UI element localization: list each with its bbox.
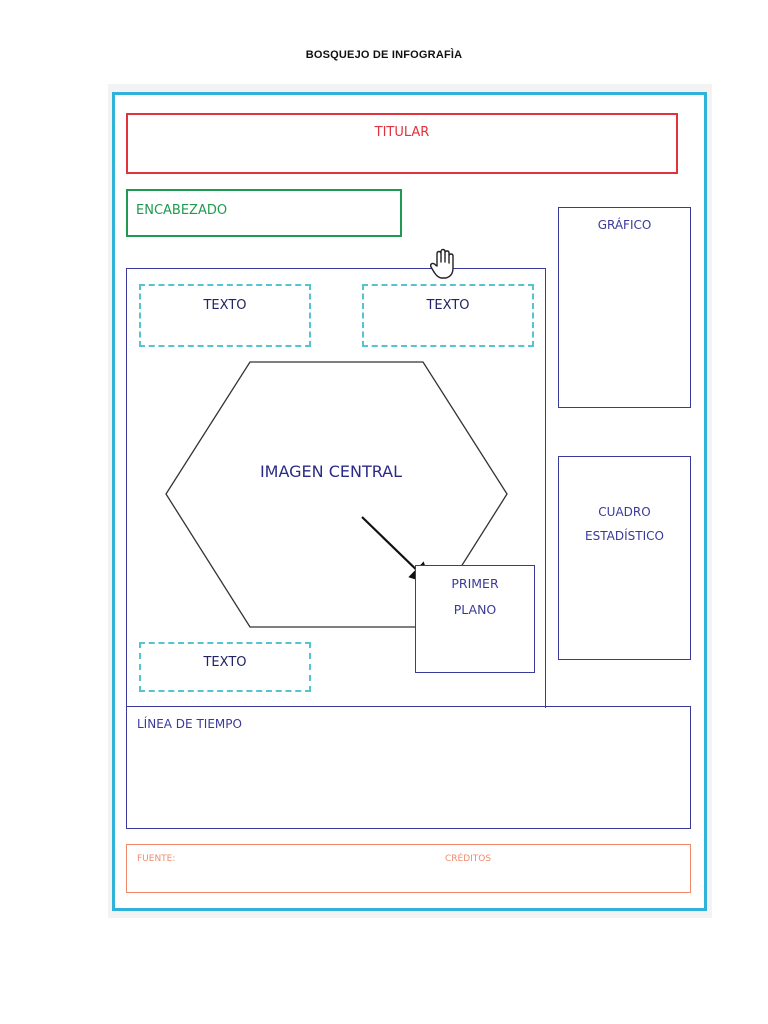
titular-box: TITULAR [126,113,678,174]
primer-plano-label-line2: PLANO [453,602,497,617]
texto-box-2: TEXTO [362,284,534,347]
fuente-label: FUENTE: [137,854,176,864]
texto-label-3: TEXTO [203,655,247,670]
footer-box: FUENTE: CRÉDITOS [126,844,691,893]
hand-cursor-icon [429,248,454,279]
grafico-label: GRÁFICO [597,218,652,232]
cuadro-estadistico-box: CUADRO ESTADÍSTICO [558,456,691,660]
creditos-label: CRÉDITOS [445,854,492,864]
linea-de-tiempo-label: LÍNEA DE TIEMPO [137,717,242,731]
linea-de-tiempo-box: LÍNEA DE TIEMPO [126,706,691,829]
primer-plano-label-line1: PRIMER [451,576,499,591]
encabezado-label: ENCABEZADO [136,203,228,218]
cuadro-label-line2: ESTADÍSTICO [585,529,664,543]
document-title: BOSQUEJO DE INFOGRAFÌA [305,49,463,61]
grafico-box: GRÁFICO [558,207,691,408]
main-content-area [126,268,546,708]
texto-box-3: TEXTO [139,642,311,692]
texto-label-2: TEXTO [426,298,470,313]
primer-plano-box: PRIMER PLANO [415,565,535,673]
cuadro-label-line1: CUADRO [598,505,651,519]
texto-label-1: TEXTO [203,298,247,313]
texto-box-1: TEXTO [139,284,311,347]
titular-label: TITULAR [374,125,430,140]
imagen-central-label: IMAGEN CENTRAL [259,462,403,481]
encabezado-box: ENCABEZADO [126,189,402,237]
